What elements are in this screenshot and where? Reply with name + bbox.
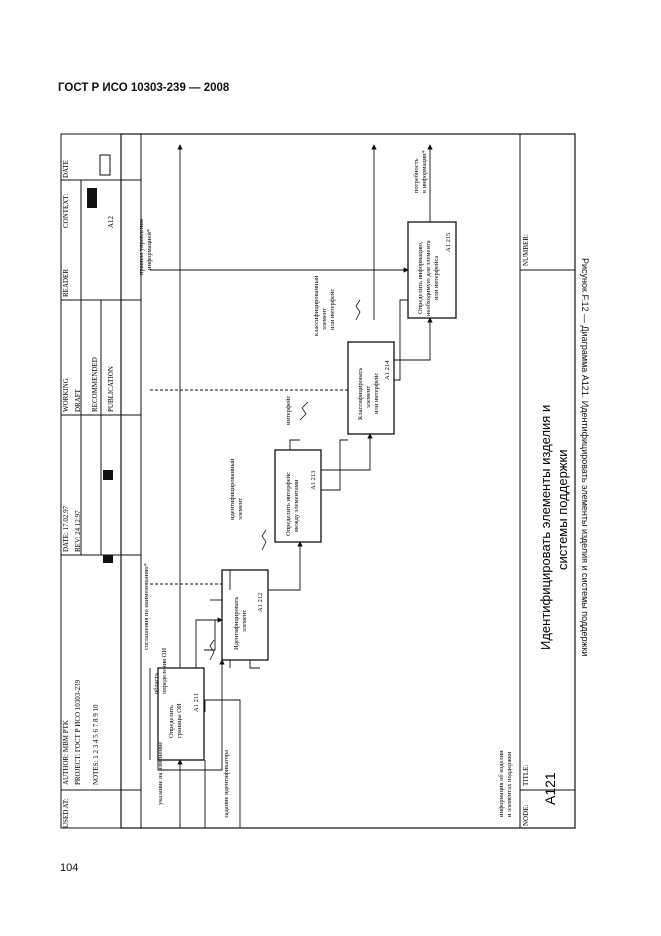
box-a1211-line1: Определить [168, 705, 175, 738]
project-label: PROJECT: ГОСТ Р ИСО 10303-239 [74, 679, 82, 785]
arrow-label-naming: соглашения по наименованию* [143, 563, 150, 650]
used-at-label: USED AT: [62, 798, 70, 828]
date-label: DATE: 17.02.97 [62, 505, 70, 552]
box-a1214-node: A1 214 [384, 360, 391, 380]
date2-label: DATE [62, 160, 70, 178]
arrow-label-mgmt2: информацией* [146, 229, 153, 270]
publication-label: PUBLICATION [107, 366, 115, 412]
box-a1211-line2: границы ОИ [176, 703, 183, 738]
diagram-title-line1: Идентифицировать элементы изделия и [538, 405, 553, 650]
context-box-empty [99, 154, 111, 176]
box-a1214-line2: элемент [365, 386, 372, 408]
box-a1214-line1: Классифицировать [357, 368, 364, 420]
context-box-filled [87, 188, 97, 208]
box-a1212-node: A1 212 [257, 593, 264, 612]
box-a1215-node: A1 215 [445, 233, 452, 252]
box-a1212-line1: Идентифицировать [233, 597, 240, 650]
draft-label: DRAFT [74, 388, 82, 412]
box-a1211-node: A1 211 [193, 693, 200, 712]
arrow-label-ids: задание идентификатора [223, 750, 230, 818]
arrow-label-boundaries1: область [153, 673, 160, 694]
activity-box-a1214 [347, 341, 395, 435]
working-label: WORKING [62, 378, 70, 412]
arrow-label-boundaries2: определения ОИ [161, 648, 168, 694]
reader-label: READER [62, 269, 70, 297]
arrow-label-class1: классифицированный [313, 275, 320, 336]
rev-label: REV: 24.12.97 [74, 510, 82, 552]
arrow-label-class3: или интерфейс [329, 289, 336, 330]
standard-header: ГОСТ Р ИСО 10303-239 — 2008 [58, 82, 230, 94]
diagram-title-line2: системы поддержки [555, 450, 570, 570]
box-a1215-line1: Определить информацию, [417, 241, 424, 314]
context-label: CONTEXT: [62, 194, 70, 228]
arrow-label-notes: указание на изменение [157, 742, 164, 805]
box-a1215-line3: или интерфейса [433, 256, 440, 300]
activity-box-a1215 [407, 221, 457, 319]
arrow-label-interface: интерфейс [285, 395, 292, 425]
author-label: AUTHOR: MBM PTK [62, 720, 70, 785]
box-a1214-line3: или интерфейс [373, 373, 380, 414]
arrow-label-ident1: идентифицированный [229, 458, 236, 520]
arrow-label-ident2: элемент [237, 498, 244, 520]
arrow-label-class2: элемент [321, 308, 328, 330]
notes-label: NOTES: 1 2 3 4 5 6 7 8 9 10 [92, 704, 100, 785]
recommended-label: RECOMMENDED [91, 357, 99, 412]
arrow-label-need2: в информации* [421, 150, 428, 193]
arrow-label-mgmt1: правила управления [138, 219, 145, 275]
box-a1213-line1: Определить интерфейс [285, 472, 292, 536]
box-a1215-line2: необходимую для элемента [425, 240, 432, 316]
node-value: A121 [542, 772, 558, 805]
context-node: A12 [107, 215, 115, 228]
activity-box-a1211 [157, 667, 205, 761]
arrow-label-need1: потребность [413, 158, 420, 193]
arrow-label-info2: и элементах поддержки [506, 751, 513, 817]
node-label: NODE: [522, 805, 530, 826]
number-label: NUMBER: [522, 234, 530, 266]
title-label: TITLE: [522, 765, 530, 786]
box-a1213-node: A1 213 [310, 471, 317, 490]
arrow-label-info1: информация об изделии [498, 750, 505, 817]
page-number: 104 [60, 862, 79, 874]
box-a1212-line2: элемент [241, 610, 248, 632]
box-a1213-line2: между элементами [293, 479, 300, 532]
